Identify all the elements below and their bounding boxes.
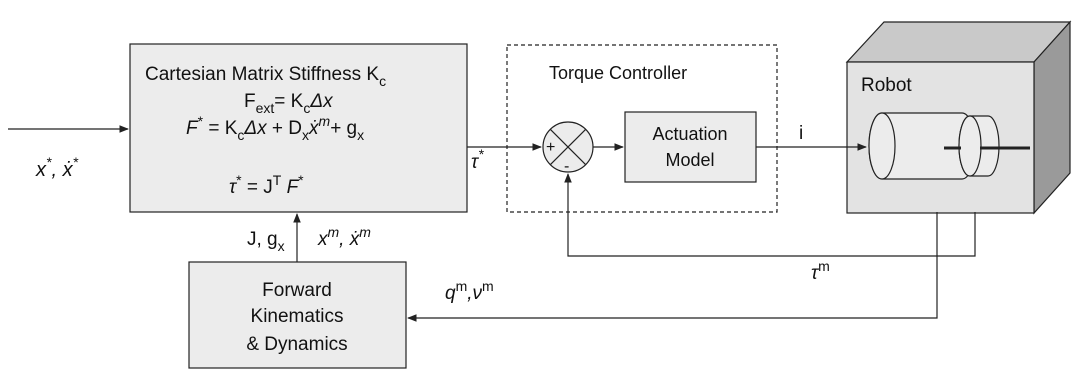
summing-junction: + - — [542, 121, 594, 175]
input-signal-label: x*, ẋ* — [35, 154, 79, 181]
stiffness-title: Cartesian Matrix Stiffness Kc — [145, 64, 386, 89]
forward-label-line1: Forward — [262, 280, 332, 301]
q-v-label: qm,νm — [445, 278, 494, 304]
stiffness-equation-tau: τ* = JT F* — [229, 172, 304, 198]
forward-label-line3: & Dynamics — [246, 334, 347, 355]
actuation-label-line2: Model — [665, 150, 714, 170]
tau-star-label: τ* — [471, 146, 484, 173]
robot-block: Robot — [845, 20, 1072, 215]
forward-kinematics-block: Forward Kinematics & Dynamics — [188, 261, 407, 369]
stiffness-equation-fext: Fext= KcΔx — [244, 91, 334, 116]
torque-controller-block: Torque Controller + - Actuation Model — [506, 44, 778, 213]
cartesian-stiffness-block: Cartesian Matrix Stiffness Kc Fext= KcΔx… — [129, 43, 468, 213]
tau-m-feedback-line — [564, 173, 976, 257]
forward-label-line2: Kinematics — [251, 306, 344, 327]
torque-controller-title: Torque Controller — [549, 63, 687, 83]
stiffness-equation-force: F* = KcΔx + Dxẋm+ gx — [186, 113, 364, 143]
sum-minus-sign: - — [564, 158, 569, 175]
actuation-label-line1: Actuation — [652, 124, 727, 144]
signal-lines — [8, 125, 976, 322]
q-v-feedback-line — [407, 212, 938, 322]
robot-label: Robot — [861, 75, 912, 96]
jacobian-gravity-label: J, gx — [247, 229, 285, 254]
measured-state-label: xm, ẋm — [317, 224, 371, 250]
current-label: i — [799, 123, 803, 144]
tau-m-label: τm — [811, 258, 830, 284]
sum-plus-sign: + — [546, 139, 555, 156]
motor-icon — [868, 112, 1030, 180]
actuation-model-block: Actuation Model — [624, 111, 757, 183]
robot-box-top — [845, 21, 1072, 63]
